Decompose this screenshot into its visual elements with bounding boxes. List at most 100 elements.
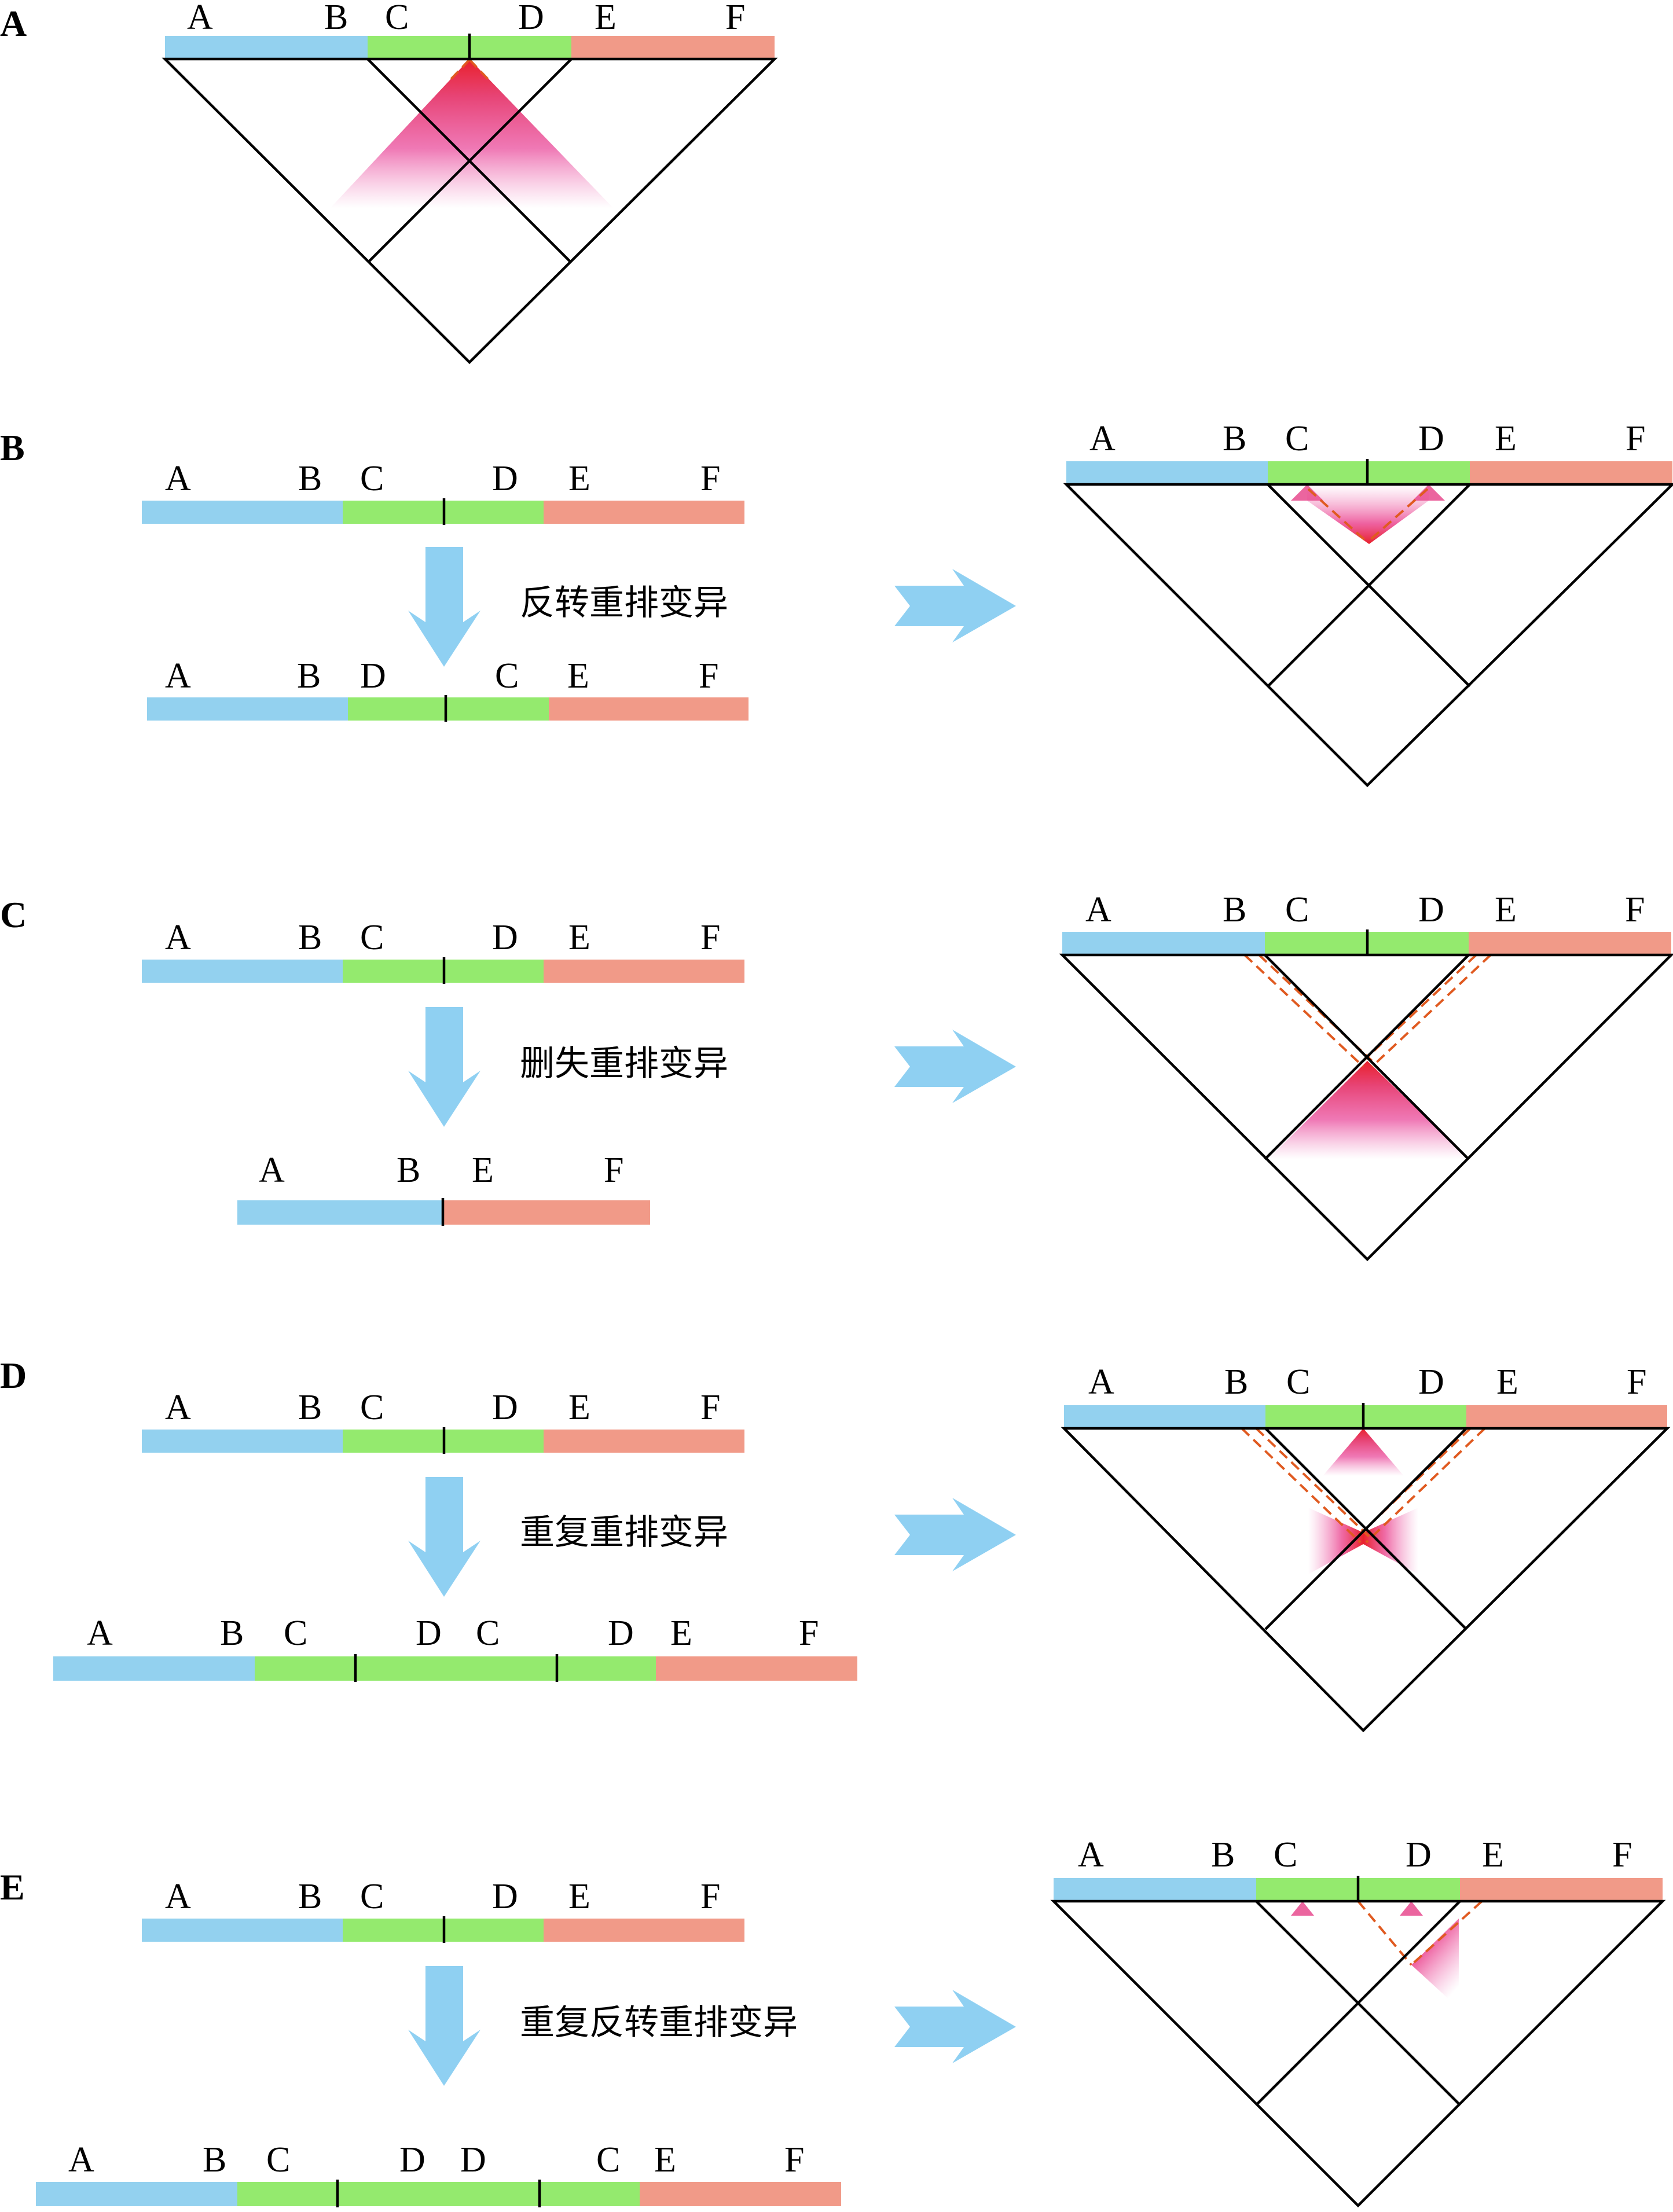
- interaction-signal: [1363, 1508, 1418, 1574]
- label: D: [492, 1388, 518, 1427]
- segment-ab: [142, 1430, 343, 1453]
- label-b: B: [324, 0, 348, 37]
- label: A: [68, 2140, 94, 2180]
- label: C: [284, 1614, 307, 1653]
- variation-type: 重复重排变异: [520, 1512, 728, 1553]
- dashed-boundary: [468, 58, 491, 83]
- label: E: [472, 1151, 494, 1190]
- segment-ef: [1466, 1405, 1667, 1428]
- tad-boundary: [1255, 1900, 1461, 2106]
- label: E: [1496, 1362, 1518, 1402]
- panel-letter-a: A: [0, 3, 27, 44]
- label: E: [567, 656, 589, 696]
- label: F: [699, 656, 718, 696]
- label: A: [1089, 419, 1116, 458]
- panel-letter-b: B: [0, 427, 25, 468]
- label: D: [1418, 419, 1444, 458]
- label: E: [568, 1388, 590, 1427]
- label: E: [568, 1877, 590, 1916]
- dashed-boundary: [1365, 1427, 1486, 1544]
- label: C: [360, 1388, 384, 1427]
- interaction-signal: [1307, 484, 1429, 544]
- dashed-boundary: [1371, 954, 1492, 1068]
- segment-ab: [237, 1200, 443, 1225]
- label: D: [460, 2140, 486, 2180]
- label: C: [1285, 419, 1309, 458]
- label: D: [1418, 890, 1444, 929]
- segment-ab: [53, 1656, 255, 1681]
- segment-ef: [1470, 461, 1672, 484]
- variation-type: 重复反转重排变异: [520, 2002, 798, 2043]
- label: C: [1285, 890, 1309, 929]
- panel-letter-c: C: [0, 894, 27, 935]
- tad-boundary: [1264, 954, 1470, 1160]
- segment-ef: [1460, 1878, 1663, 1901]
- label: F: [700, 459, 720, 498]
- interaction-signal: [1308, 1508, 1363, 1574]
- interaction-signal: [1291, 1901, 1314, 1916]
- label: C: [360, 459, 384, 498]
- segment-ef: [443, 1200, 650, 1225]
- segment-ab: [142, 501, 343, 524]
- panel-a: A A B C D E F: [0, 0, 778, 365]
- hic-triangle: [1063, 483, 1673, 788]
- label: D: [1406, 1835, 1432, 1875]
- label: F: [700, 1877, 720, 1916]
- label: C: [1286, 1362, 1310, 1402]
- label: E: [1495, 890, 1517, 929]
- label: A: [165, 1388, 191, 1427]
- label: D: [399, 2140, 425, 2180]
- dashed-boundary: [1362, 954, 1477, 1062]
- label: E: [568, 459, 590, 498]
- label: E: [1495, 419, 1517, 458]
- label: F: [700, 918, 720, 957]
- label: B: [1223, 890, 1246, 929]
- label: B: [397, 1151, 420, 1190]
- label: D: [492, 1877, 518, 1916]
- segment-ef: [544, 501, 744, 524]
- label: F: [1627, 1362, 1646, 1402]
- label: F: [1626, 419, 1645, 458]
- down-arrow-icon: [408, 1966, 480, 2086]
- segment-ef: [549, 697, 749, 721]
- right-arrow-icon: [894, 1030, 1016, 1103]
- label: A: [1085, 890, 1111, 929]
- label: C: [495, 656, 519, 696]
- label: C: [476, 1614, 500, 1653]
- dashed-boundary: [1366, 488, 1429, 543]
- panel-letter-e: E: [0, 1866, 25, 1908]
- dashed-boundary: [1241, 1427, 1362, 1544]
- segment-ab: [165, 36, 368, 59]
- segment-cdcd: [255, 1656, 656, 1681]
- right-arrow-icon: [894, 1498, 1016, 1571]
- label: B: [297, 656, 321, 696]
- label: B: [298, 918, 322, 957]
- label: B: [298, 459, 322, 498]
- segment-ef: [571, 36, 775, 59]
- label: A: [165, 656, 191, 696]
- dashed-boundary: [1243, 954, 1364, 1068]
- tad-boundary: [1267, 483, 1471, 688]
- label: C: [266, 2140, 290, 2180]
- dashed-boundary: [1255, 1427, 1370, 1538]
- segment-ab: [147, 697, 348, 721]
- segment-ef: [544, 960, 744, 983]
- hic-triangle: [1050, 1899, 1666, 2208]
- dashed-boundary: [1258, 954, 1373, 1062]
- segment-ef: [544, 1919, 744, 1942]
- dashed-boundary: [1307, 488, 1369, 543]
- panel-letter-d: D: [0, 1355, 27, 1396]
- label: A: [165, 918, 191, 957]
- tad-boundary: [368, 58, 573, 263]
- hic-triangle: [1059, 953, 1673, 1262]
- interaction-signal: [1323, 1428, 1404, 1476]
- segment-ef: [640, 2182, 841, 2206]
- segment-ef: [1469, 932, 1671, 955]
- label-c: C: [385, 0, 409, 37]
- segment-ab: [142, 960, 343, 983]
- segment-dc: [348, 697, 549, 721]
- label: F: [784, 2140, 804, 2180]
- label-d: D: [518, 0, 544, 37]
- label: B: [1224, 1362, 1248, 1402]
